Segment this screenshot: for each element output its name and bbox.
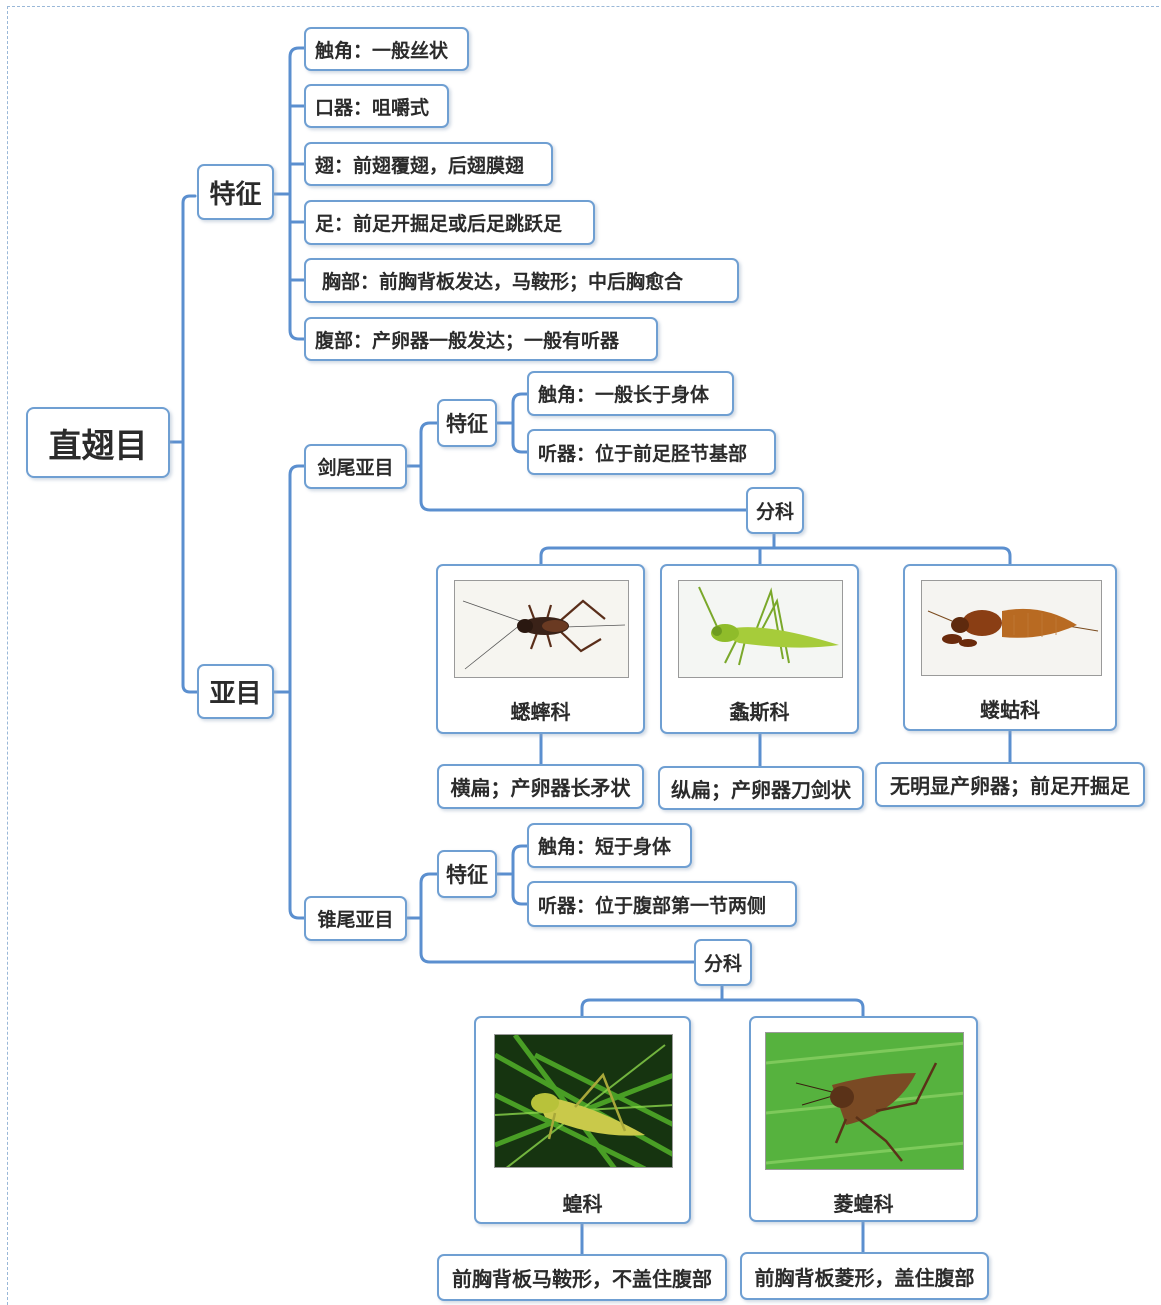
root-node-orthoptera[interactable]: 直翅目 (26, 407, 170, 478)
family-note-gryllotalpidae[interactable]: 无明显产卵器；前足开掘足 (875, 762, 1145, 807)
ensifera-families[interactable]: 分科 (746, 487, 804, 534)
suborder-ensifera[interactable]: 剑尾亚目 (304, 444, 407, 489)
feature-wings[interactable]: 翅：前翅覆翅，后翅膜翅 (304, 142, 553, 186)
family-name-gryllidae: 蟋蟀科 (510, 700, 571, 724)
canvas-frame (7, 6, 1159, 1305)
caelifera-feature-hearing[interactable]: 听器：位于腹部第一节两侧 (527, 881, 797, 927)
features-node[interactable]: 特征 (197, 164, 274, 220)
family-card-tetrigidae[interactable]: 菱蝗科 (749, 1016, 978, 1222)
family-note-tettigoniidae[interactable]: 纵扁；产卵器刀剑状 (658, 766, 864, 810)
caelifera-features[interactable]: 特征 (437, 850, 497, 898)
pygmy-grasshopper-image (765, 1032, 964, 1170)
family-card-tettigoniidae[interactable]: 螽斯科 (660, 564, 859, 734)
caelifera-families[interactable]: 分科 (694, 939, 752, 986)
cricket-image (454, 580, 629, 678)
ensifera-feature-hearing[interactable]: 听器：位于前足胫节基部 (527, 429, 776, 475)
grasshopper-image (494, 1034, 673, 1168)
family-name-tettigoniidae: 螽斯科 (729, 700, 790, 724)
mole-cricket-image (921, 580, 1102, 676)
family-name-tetrigidae: 菱蝗科 (833, 1192, 894, 1216)
family-card-gryllidae[interactable]: 蟋蟀科 (436, 564, 645, 734)
ensifera-feature-antenna[interactable]: 触角：一般长于身体 (527, 371, 734, 416)
feature-thorax[interactable]: 胸部：前胸背板发达，马鞍形；中后胸愈合 (304, 258, 739, 303)
suborder-caelifera[interactable]: 锥尾亚目 (304, 896, 407, 941)
family-card-acrididae[interactable]: 蝗科 (474, 1016, 691, 1224)
suborder-node[interactable]: 亚目 (197, 664, 274, 719)
family-note-tetrigidae[interactable]: 前胸背板菱形，盖住腹部 (740, 1252, 989, 1300)
caelifera-feature-antenna[interactable]: 触角：短于身体 (527, 823, 692, 868)
family-name-gryllotalpidae: 蝼蛄科 (980, 698, 1040, 722)
feature-abdomen[interactable]: 腹部：产卵器一般发达；一般有听器 (304, 317, 658, 361)
family-note-gryllidae[interactable]: 横扁；产卵器长矛状 (437, 764, 644, 809)
family-card-gryllotalpidae[interactable]: 蝼蛄科 (903, 564, 1117, 731)
ensifera-features[interactable]: 特征 (437, 399, 497, 447)
feature-legs[interactable]: 足：前足开掘足或后足跳跃足 (304, 200, 595, 245)
katydid-image (678, 580, 843, 678)
family-name-acrididae: 蝗科 (562, 1192, 603, 1216)
feature-antenna[interactable]: 触角：一般丝状 (304, 27, 469, 71)
feature-mouthparts[interactable]: 口器：咀嚼式 (304, 84, 449, 128)
family-note-acrididae[interactable]: 前胸背板马鞍形，不盖住腹部 (437, 1254, 727, 1301)
